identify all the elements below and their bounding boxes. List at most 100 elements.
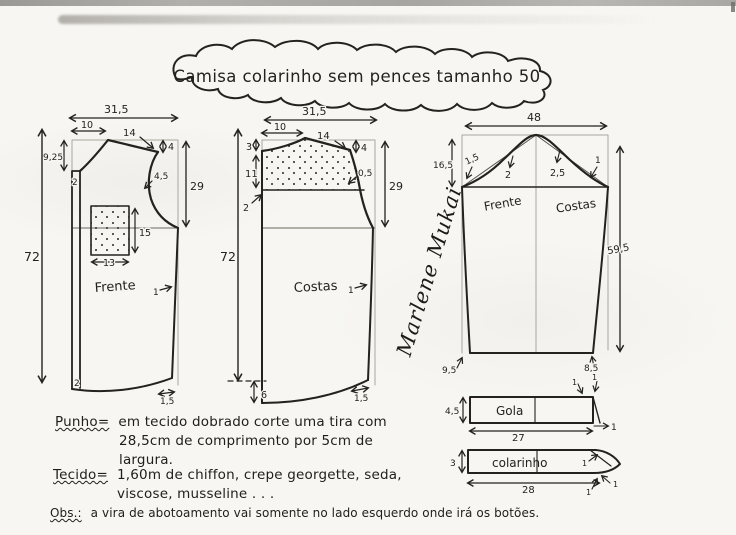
costas-hemr-dim [350, 385, 370, 394]
piece-colarinho: 3 28 1 1 1 colarinho [449, 449, 621, 498]
piece-frente: 31,5 10 14 9,25 2 4 4,5 29 72 15 13 Fren… [23, 102, 206, 409]
manga-back-label: Costas [555, 196, 597, 215]
manga-cap-diagonals [461, 134, 609, 188]
gola-height-label: 4,5 [445, 407, 459, 417]
costas-name: Costas [293, 279, 338, 296]
note-punho: Punho=em tecido dobrado corte uma tira c… [55, 413, 387, 470]
manga-notch2-leader [507, 155, 515, 169]
costas-slope-label: 14 [317, 131, 330, 142]
manga-caph-label: 16,5 [433, 161, 453, 171]
colarinho-point-line [589, 449, 612, 467]
frente-sidenotch-leader [159, 284, 173, 293]
costas-armnotch-leader [347, 176, 357, 185]
title-cloud-outline [172, 39, 552, 112]
title-bubble: Camisa colarinho sem pences tamanho 50 [172, 39, 552, 112]
frente-neckdepth-label: 9,25 [43, 153, 63, 163]
piece-manga: 48 16,5 1,5 2 2,5 1 Frente Costas 59,5 9… [432, 110, 632, 378]
costas-shoulder-label: 10 [274, 122, 286, 133]
costas-hemdrop-label: 6 [261, 390, 267, 401]
note-tecido-term: Tecido= [53, 467, 108, 483]
colarinho-notch3-leader [600, 474, 611, 484]
frente-armnotch-leader [143, 180, 153, 190]
frente-armhole [147, 150, 180, 230]
costas-hem [261, 379, 369, 404]
manga-right-seam [592, 186, 609, 354]
costas-side-seam [367, 227, 374, 381]
frente-hemr-dim [157, 388, 176, 398]
manga-length-label: 59,5 [607, 242, 631, 257]
frente-armdepth-label: 29 [190, 180, 204, 193]
costas-neck-shoulder [260, 136, 352, 153]
frente-armnotch-label: 4,5 [154, 172, 168, 182]
colarinho-notch2-label: 1 [586, 488, 591, 497]
colarinho-notch3-label: 1 [613, 480, 618, 489]
frente-length-label: 72 [24, 249, 40, 264]
costas-sidenotch-leader [354, 282, 368, 291]
note-tecido-line1: 1,60m de chiffon, crepe georgette, seda, [116, 467, 402, 483]
gola-width-label: 27 [512, 433, 525, 444]
note-punho-term: Punho= [55, 414, 110, 430]
costas-yokenotch-label: 2 [243, 203, 249, 214]
manga-left-seam [461, 186, 471, 354]
note-tecido-line2: viscose, musseline . . . [117, 486, 275, 502]
frente-hem [71, 377, 173, 393]
manga-cap-curve [460, 133, 610, 189]
manga-notch2-label: 2 [505, 170, 511, 181]
gola-notcht2-leader [592, 380, 600, 393]
frente-shoulder-label: 10 [81, 120, 93, 131]
gola-notchr-label: 1 [611, 423, 617, 433]
gola-name: Gola [496, 404, 523, 418]
frente-neck-shoulder [78, 138, 160, 173]
frente-name: Frente [94, 278, 136, 296]
frente-drop-label: 4 [168, 142, 174, 153]
costas-drop-label: 4 [361, 143, 367, 154]
page-title: Camisa colarinho sem pences tamanho 50 [173, 67, 540, 86]
frente-heml-label: 2 [74, 379, 80, 389]
colarinho-notch2-leader [591, 477, 599, 490]
costas-width-label: 31,5 [302, 105, 327, 118]
colarinho-notch1-label: 1 [582, 459, 587, 468]
manga-cuffl-leader [456, 356, 464, 369]
scan-smudge-artifact [58, 15, 658, 24]
scanner-edge-artifact [0, 0, 736, 6]
gola-end-slant [592, 396, 601, 424]
frente-hemr-label: 1,5 [160, 397, 174, 407]
frente-pocketh-label: 15 [139, 228, 151, 239]
frente-width-label: 31,5 [104, 103, 129, 116]
manga-notch3-leader [554, 149, 562, 164]
note-punho-line3: largura. [119, 452, 174, 468]
note-tecido: Tecido= 1,60m de chiffon, crepe georgette… [53, 466, 402, 504]
frente-side-seam [171, 227, 179, 379]
manga-cuffr-label: 8,5 [584, 364, 598, 374]
manga-cuffr-leader [589, 355, 597, 368]
costas-yoke-fill [262, 139, 359, 190]
costas-length-label: 72 [220, 249, 236, 264]
frente-slope-label: 14 [123, 128, 136, 139]
piece-costas: 31,5 10 14 3 11 2 4 0,5 29 72 Costas 1 6 [219, 104, 405, 406]
frente-pocketw-label: 13 [103, 258, 115, 269]
manga-width-label: 48 [527, 111, 541, 124]
costas-sidenotch-label: 1 [348, 286, 354, 296]
colarinho-notch1-leader [588, 454, 599, 462]
frente-sidenotch-label: 1 [153, 288, 159, 298]
manga-cuffl-label: 9,5 [442, 366, 456, 376]
colarinho-name: colarinho [492, 456, 547, 470]
costas-slope-leader [334, 140, 347, 150]
costas-neckdepth-label: 3 [246, 142, 252, 153]
scanner-edge-tick [731, 2, 735, 12]
manga-notch4-label: 1 [595, 156, 601, 166]
note-obs-term: Obs.: [50, 506, 82, 520]
frente-placket-label: 2 [72, 178, 78, 188]
costas-armnotch-label: 0,5 [358, 169, 372, 179]
costas-hemr-label: 1,5 [354, 394, 368, 404]
manga-notch1-leader [465, 166, 473, 180]
note-obs-text: a vira de abotoamento vai somente no lad… [90, 506, 540, 520]
note-punho-line2: 28,5cm de comprimento por 5cm de [119, 433, 374, 449]
manga-front-label: Frente [483, 193, 523, 213]
gola-notcht1-label: 1 [572, 378, 577, 387]
manga-notch4-leader [590, 166, 598, 179]
piece-gola: 4,5 27 1 1 1 Gola [444, 372, 618, 446]
costas-yokeh-label: 11 [245, 169, 258, 180]
